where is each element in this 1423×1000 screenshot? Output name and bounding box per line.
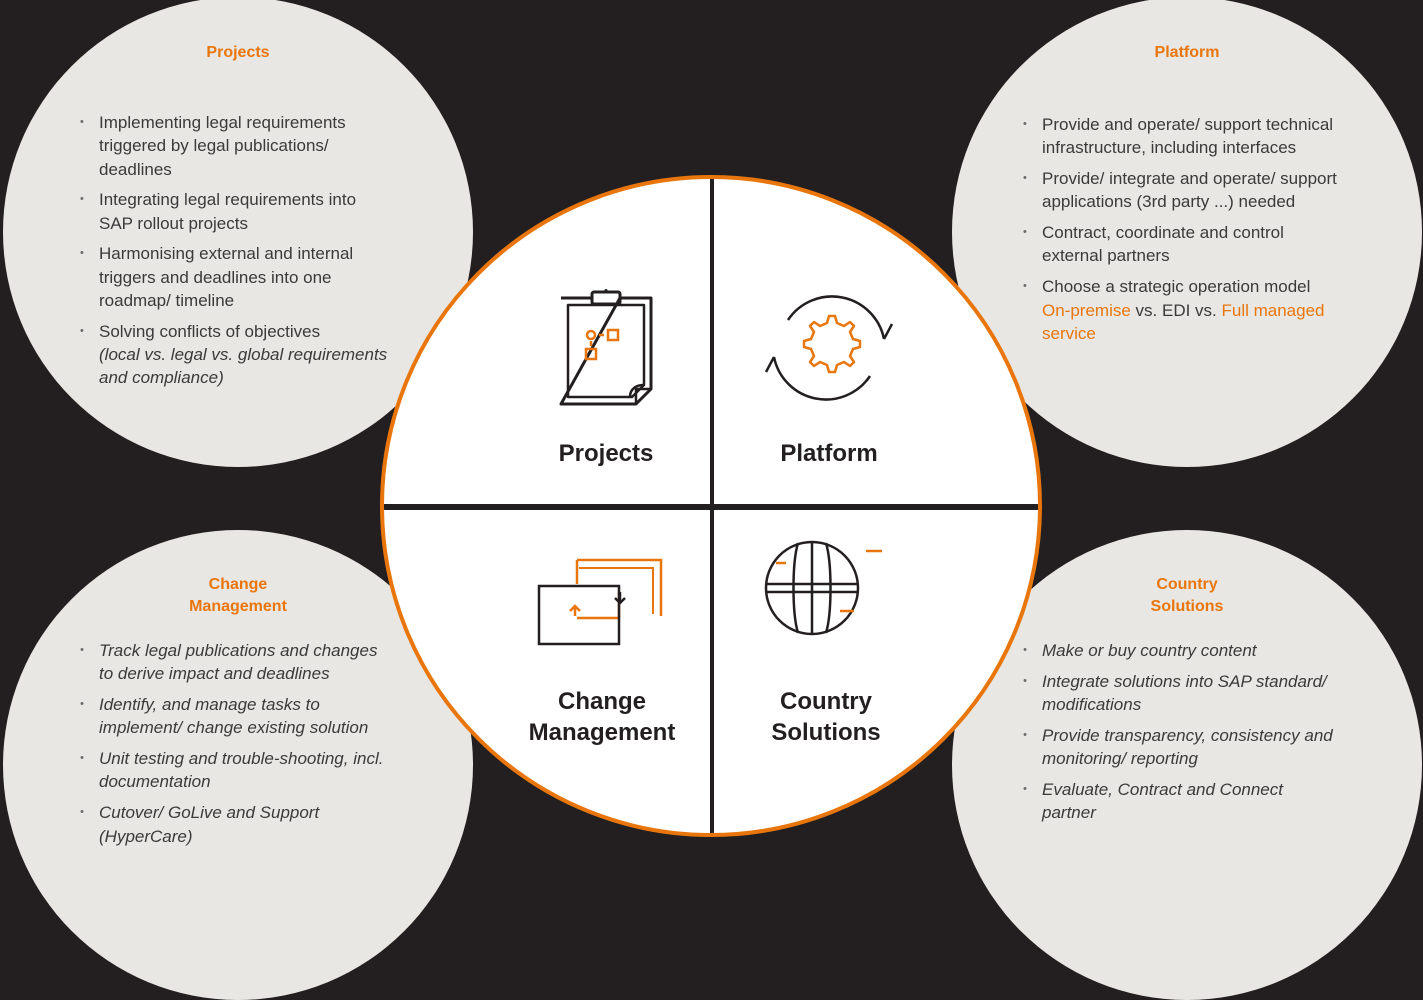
list-item: Provide and operate/ support technical i… bbox=[1023, 113, 1349, 160]
list-item: Unit testing and trouble-shooting, incl.… bbox=[80, 747, 392, 794]
list-item: Provide transparency, consistency and mo… bbox=[1023, 724, 1333, 771]
list-item: Integrating legal requirements into SAP … bbox=[80, 188, 390, 235]
list-item: Integrate solutions into SAP standard/ m… bbox=[1023, 670, 1333, 717]
list-item: Choose a strategic operation modelOn-pre… bbox=[1023, 275, 1349, 345]
list-item: Identify, and manage tasks to implement/… bbox=[80, 693, 392, 740]
list-item: Harmonising external and internal trigge… bbox=[80, 242, 390, 312]
platform-item4-fullmanaged: Full managed service bbox=[1042, 300, 1325, 343]
country-title-line2: Solutions bbox=[1150, 598, 1224, 615]
clipboard-diagram-icon bbox=[559, 289, 653, 406]
projects-item4-italic: (local vs. legal vs. global requirements… bbox=[99, 345, 388, 388]
change-management-bubble-title: Change Management bbox=[3, 574, 473, 618]
country-solutions-quadrant-label: Country Solutions bbox=[706, 686, 946, 748]
platform-quadrant-label: Platform bbox=[780, 440, 878, 467]
change-label-line2: Management bbox=[528, 719, 676, 746]
list-item: Track legal publications and changes to … bbox=[80, 639, 392, 686]
list-item: Solving conflicts of objectives (local vs… bbox=[80, 320, 390, 390]
projects-item4-main: Solving conflicts of objectives bbox=[99, 321, 321, 341]
center-circle: Projects Platform Change Management Coun… bbox=[380, 175, 1042, 837]
change-title-line1: Change bbox=[208, 576, 268, 593]
country-solutions-bubble-title: Country Solutions bbox=[952, 574, 1422, 618]
change-management-bubble: Change Management Track legal publicatio… bbox=[3, 530, 473, 1000]
change-label-line1: Change bbox=[557, 688, 646, 715]
platform-bubble: Platform Provide and operate/ support te… bbox=[952, 0, 1422, 467]
country-label-line1: Country bbox=[780, 688, 872, 715]
country-solutions-list: Make or buy country content Integrate so… bbox=[1023, 639, 1333, 832]
projects-bubble-title: Projects bbox=[206, 44, 270, 61]
change-management-list: Track legal publications and changes to … bbox=[80, 639, 392, 855]
change-title-line2: Management bbox=[189, 598, 287, 615]
list-item: Provide/ integrate and operate/ support … bbox=[1023, 167, 1349, 214]
platform-item4-mid: vs. EDI vs. bbox=[1130, 300, 1222, 320]
platform-bubble-title: Platform bbox=[1154, 44, 1220, 61]
list-item: Make or buy country content bbox=[1023, 639, 1333, 663]
list-item: Evaluate, Contract and Connect partner bbox=[1023, 778, 1333, 825]
platform-list: Provide and operate/ support technical i… bbox=[1023, 113, 1349, 353]
change-management-quadrant-label: Change Management bbox=[482, 686, 722, 748]
horizontal-divider bbox=[384, 504, 1038, 510]
country-title-line1: Country bbox=[1156, 576, 1218, 593]
projects-bubble: Projects Implementing legal requirements… bbox=[3, 0, 473, 467]
country-solutions-bubble: Country Solutions Make or buy country co… bbox=[952, 530, 1422, 1000]
projects-quadrant-label: Projects bbox=[558, 440, 654, 467]
list-item: Contract, coordinate and control externa… bbox=[1023, 221, 1349, 268]
platform-item4-text: Choose a strategic operation model bbox=[1042, 277, 1311, 297]
globe-grid-icon bbox=[764, 540, 882, 636]
gear-cycle-icon bbox=[764, 295, 894, 401]
list-item: Cutover/ GoLive and Support (HyperCare) bbox=[80, 801, 392, 848]
exchange-windows-icon bbox=[537, 558, 663, 646]
projects-list: Implementing legal requirements triggere… bbox=[80, 111, 390, 397]
platform-item4-onpremise: On-premise bbox=[1042, 300, 1131, 320]
country-label-line2: Solutions bbox=[771, 719, 881, 746]
list-item: Implementing legal requirements triggere… bbox=[80, 111, 390, 181]
